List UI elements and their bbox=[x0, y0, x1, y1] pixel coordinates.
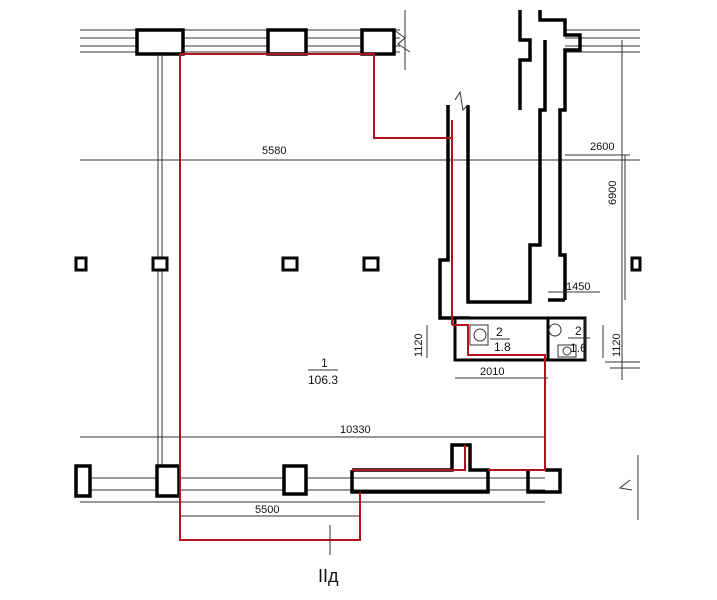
dim-wc-bottom: 2010 bbox=[480, 366, 504, 378]
dimension-lines bbox=[180, 154, 630, 517]
dim-top-width: 5580 bbox=[262, 145, 286, 157]
middle-columns bbox=[74, 256, 642, 272]
break-mark-top bbox=[393, 29, 411, 53]
room-area: 1.8 bbox=[494, 340, 511, 354]
room-number: 2 bbox=[575, 324, 582, 338]
room-number: 2 bbox=[496, 325, 503, 339]
room-number: 1 bbox=[321, 356, 328, 370]
bottom-right-column bbox=[526, 468, 562, 494]
right-walls bbox=[438, 10, 582, 320]
top-wall-lines bbox=[80, 29, 640, 53]
dim-right-height: 6900 bbox=[607, 181, 619, 205]
room-1-label: 1 106.3 bbox=[308, 356, 338, 387]
bottom-columns bbox=[74, 464, 308, 498]
dim-wc-width: 1450 bbox=[566, 281, 590, 293]
bottom-pilaster bbox=[350, 443, 490, 494]
dim-wc-height-left: 1120 bbox=[413, 333, 425, 357]
room-area: 106.3 bbox=[308, 373, 338, 387]
dim-main-width: 10330 bbox=[340, 424, 371, 436]
axis-label: IIд bbox=[318, 566, 339, 586]
dim-wc-height-right: 1120 bbox=[611, 333, 623, 357]
dim-right-top: 2600 bbox=[590, 141, 614, 153]
room-wc-a-label: 2 1.8 bbox=[490, 325, 511, 354]
dim-bottom-width: 5500 bbox=[255, 504, 279, 516]
wc-block bbox=[453, 316, 587, 362]
premises-boundary bbox=[179, 53, 546, 541]
top-columns bbox=[135, 28, 396, 56]
room-area: 1.6 bbox=[570, 341, 587, 355]
room-wc-b-label: 2 1.6 bbox=[568, 324, 590, 355]
